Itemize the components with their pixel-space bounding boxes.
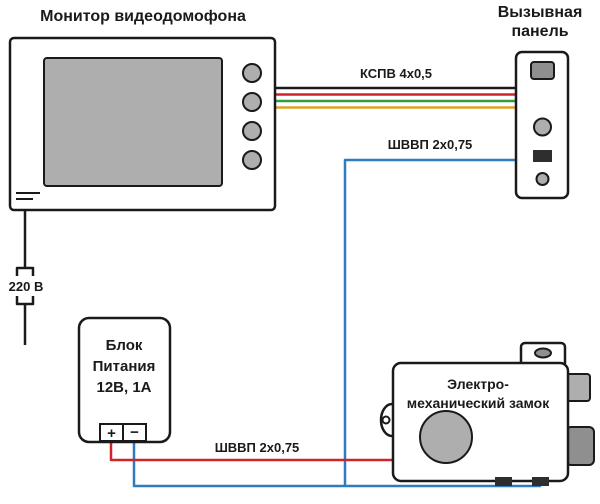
panel-camera-lens-icon (533, 117, 552, 137)
power-label-line2: Питания (93, 358, 156, 375)
monitor: Монитор видеодомофона (8, 8, 277, 212)
lock-label-line2: механический замок (407, 395, 551, 411)
panel-call-button-icon (535, 172, 550, 186)
cable-shvvp-bottom-label: ШВВП 2х0,75 (215, 440, 300, 455)
power-label-line3: 12В, 1А (96, 379, 151, 396)
cable-kspv-label: КСПВ 4х0,5 (360, 66, 432, 81)
mains-line (15, 210, 35, 345)
cable-kspv (275, 86, 516, 109)
panel-mic-icon (533, 150, 552, 162)
power-label-line1: Блок (106, 337, 143, 354)
electric-lock: Электро- механический замок (379, 341, 595, 486)
mains-voltage-label: 220 В (9, 279, 44, 294)
mains-plug-top-icon (15, 266, 35, 276)
lock-left-screw-icon (381, 415, 391, 425)
cable-shvvp-panel (343, 158, 516, 486)
panel-title-line1: Вызывная (498, 4, 583, 21)
shvvp-psu-red-wire-icon (109, 441, 392, 462)
lock-bottom-terminal-2 (532, 477, 549, 486)
lock-bottom-terminal-1 (495, 477, 512, 486)
power-supply: Блок Питания 12В, 1А + − (77, 316, 172, 444)
monitor-screen (43, 57, 223, 187)
call-panel: Вызывная панель (498, 4, 583, 200)
monitor-button-1-icon (242, 63, 262, 83)
lock-cylinder-icon (419, 410, 473, 464)
power-terminal-minus (122, 423, 147, 442)
monitor-title: Монитор видеодомофона (40, 8, 246, 25)
lock-top-slot-icon (534, 347, 552, 359)
power-minus-label: − (130, 424, 139, 441)
mains-plug-bottom-icon (15, 296, 35, 306)
monitor-button-3-icon (242, 121, 262, 141)
lock-label-line1: Электро- (447, 376, 509, 392)
power-plus-label: + (107, 425, 116, 442)
shvvp-panel-blue-wire-icon (343, 158, 516, 486)
monitor-button-4-icon (242, 150, 262, 170)
panel-title-line2: панель (511, 23, 568, 40)
monitor-button-2-icon (242, 92, 262, 112)
panel-speaker-icon (530, 61, 555, 80)
cable-shvvp-top-label: ШВВП 2х0,75 (388, 137, 473, 152)
lock-right-latch-icon (565, 373, 591, 402)
lock-right-bolt-icon (565, 426, 595, 466)
